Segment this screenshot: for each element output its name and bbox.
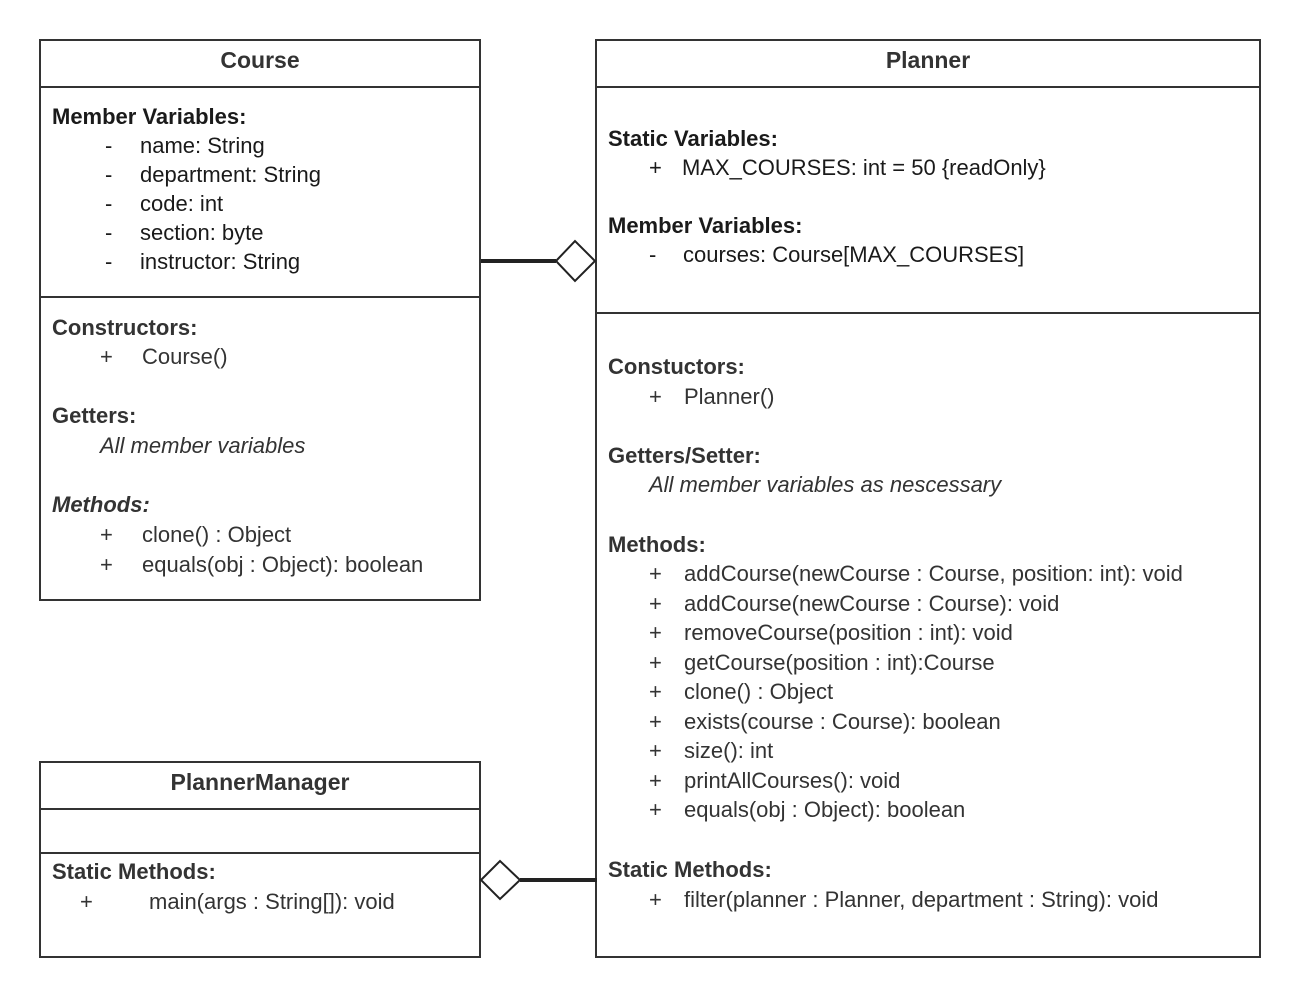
planner-method: printAllCourses(): void (684, 768, 901, 793)
planner-method-vis: + (649, 797, 662, 822)
course-constructor: Course() (142, 344, 228, 369)
planner-class-title: Planner (885, 47, 971, 73)
planner-manager-divider-1 (41, 808, 479, 810)
planner-method: getCourse(position : int):Course (684, 650, 995, 675)
planner-manager-planner-aggregation[interactable] (479, 859, 597, 901)
course-class-title: Course (220, 47, 300, 73)
planner-method-vis: + (649, 650, 662, 675)
course-member-var-vis: - (105, 191, 113, 216)
planner-method-vis: + (649, 679, 662, 704)
planner-static-method-vis: + (649, 887, 662, 912)
course-method: clone() : Object (142, 522, 292, 547)
course-method-vis: + (100, 522, 113, 547)
course-member-vars-heading: Member Variables: (52, 104, 247, 129)
planner-constructor: Planner() (684, 384, 775, 409)
planner-manager-static-method-vis: + (80, 889, 93, 914)
planner-member-var-vis: - (649, 242, 657, 267)
course-method-vis: + (100, 552, 113, 577)
planner-manager-static-method: main(args : String[]): void (149, 889, 395, 914)
planner-constructors-heading: Constuctors: (608, 354, 745, 379)
aggregation-diamond-icon (554, 239, 597, 283)
planner-method: clone() : Object (684, 679, 834, 704)
course-member-var: code: int (140, 191, 224, 216)
planner-methods-heading: Methods: (608, 532, 706, 557)
course-planner-aggregation[interactable] (481, 239, 597, 283)
planner-divider-1 (597, 86, 1259, 88)
planner-class-box[interactable]: Planner Static Variables: + MAX_COURSES:… (595, 39, 1261, 958)
planner-manager-divider-2 (41, 852, 479, 854)
course-member-var-vis: - (105, 162, 113, 187)
planner-method: addCourse(newCourse : Course, position: … (684, 561, 1183, 586)
planner-method-vis: + (649, 709, 662, 734)
planner-static-vars-heading: Static Variables: (608, 126, 778, 151)
course-class-box[interactable]: Course Member Variables: - name: String … (39, 39, 481, 601)
planner-method: addCourse(newCourse : Course): void (684, 591, 1060, 616)
course-divider-1 (41, 86, 479, 88)
planner-method-vis: + (649, 738, 662, 763)
planner-method-vis: + (649, 591, 662, 616)
aggregation-diamond-icon (479, 859, 522, 901)
planner-method-vis: + (649, 768, 662, 793)
planner-getters-heading: Getters/Setter: (608, 443, 761, 468)
course-member-var-vis: - (105, 220, 113, 245)
planner-method: equals(obj : Object): boolean (684, 797, 966, 822)
course-member-var: instructor: String (140, 249, 301, 274)
planner-member-var: courses: Course[MAX_COURSES] (683, 242, 1025, 267)
course-member-var: name: String (140, 133, 265, 158)
planner-method-vis: + (649, 561, 662, 586)
planner-static-methods-heading: Static Methods: (608, 857, 772, 882)
course-methods-heading: Methods: (52, 492, 150, 517)
planner-static-var-vis: + (649, 155, 662, 180)
course-member-var: section: byte (140, 220, 264, 245)
planner-method: exists(course : Course): boolean (684, 709, 1001, 734)
planner-constructor-vis: + (649, 384, 662, 409)
planner-manager-class-box[interactable]: PlannerManager Static Methods: + main(ar… (39, 761, 481, 958)
planner-static-method: filter(planner : Planner, department : S… (684, 887, 1159, 912)
course-member-var: department: String (140, 162, 321, 187)
planner-method: removeCourse(position : int): void (684, 620, 1013, 645)
planner-manager-static-methods-heading: Static Methods: (52, 859, 216, 884)
course-constructor-vis: + (100, 344, 113, 369)
planner-manager-class-title: PlannerManager (170, 769, 350, 795)
planner-method-vis: + (649, 620, 662, 645)
planner-method: size(): int (684, 738, 774, 763)
planner-member-vars-heading: Member Variables: (608, 213, 803, 238)
planner-divider-2 (597, 312, 1259, 314)
planner-getters-note: All member variables as nescessary (649, 472, 1002, 497)
course-member-var-vis: - (105, 249, 113, 274)
course-method: equals(obj : Object): boolean (142, 552, 424, 577)
course-constructors-heading: Constructors: (52, 315, 198, 340)
course-member-var-vis: - (105, 133, 113, 158)
course-getters-heading: Getters: (52, 403, 137, 428)
course-divider-2 (41, 296, 479, 298)
planner-static-var: MAX_COURSES: int = 50 {readOnly} (682, 155, 1046, 180)
course-getters-note: All member variables (100, 433, 306, 458)
